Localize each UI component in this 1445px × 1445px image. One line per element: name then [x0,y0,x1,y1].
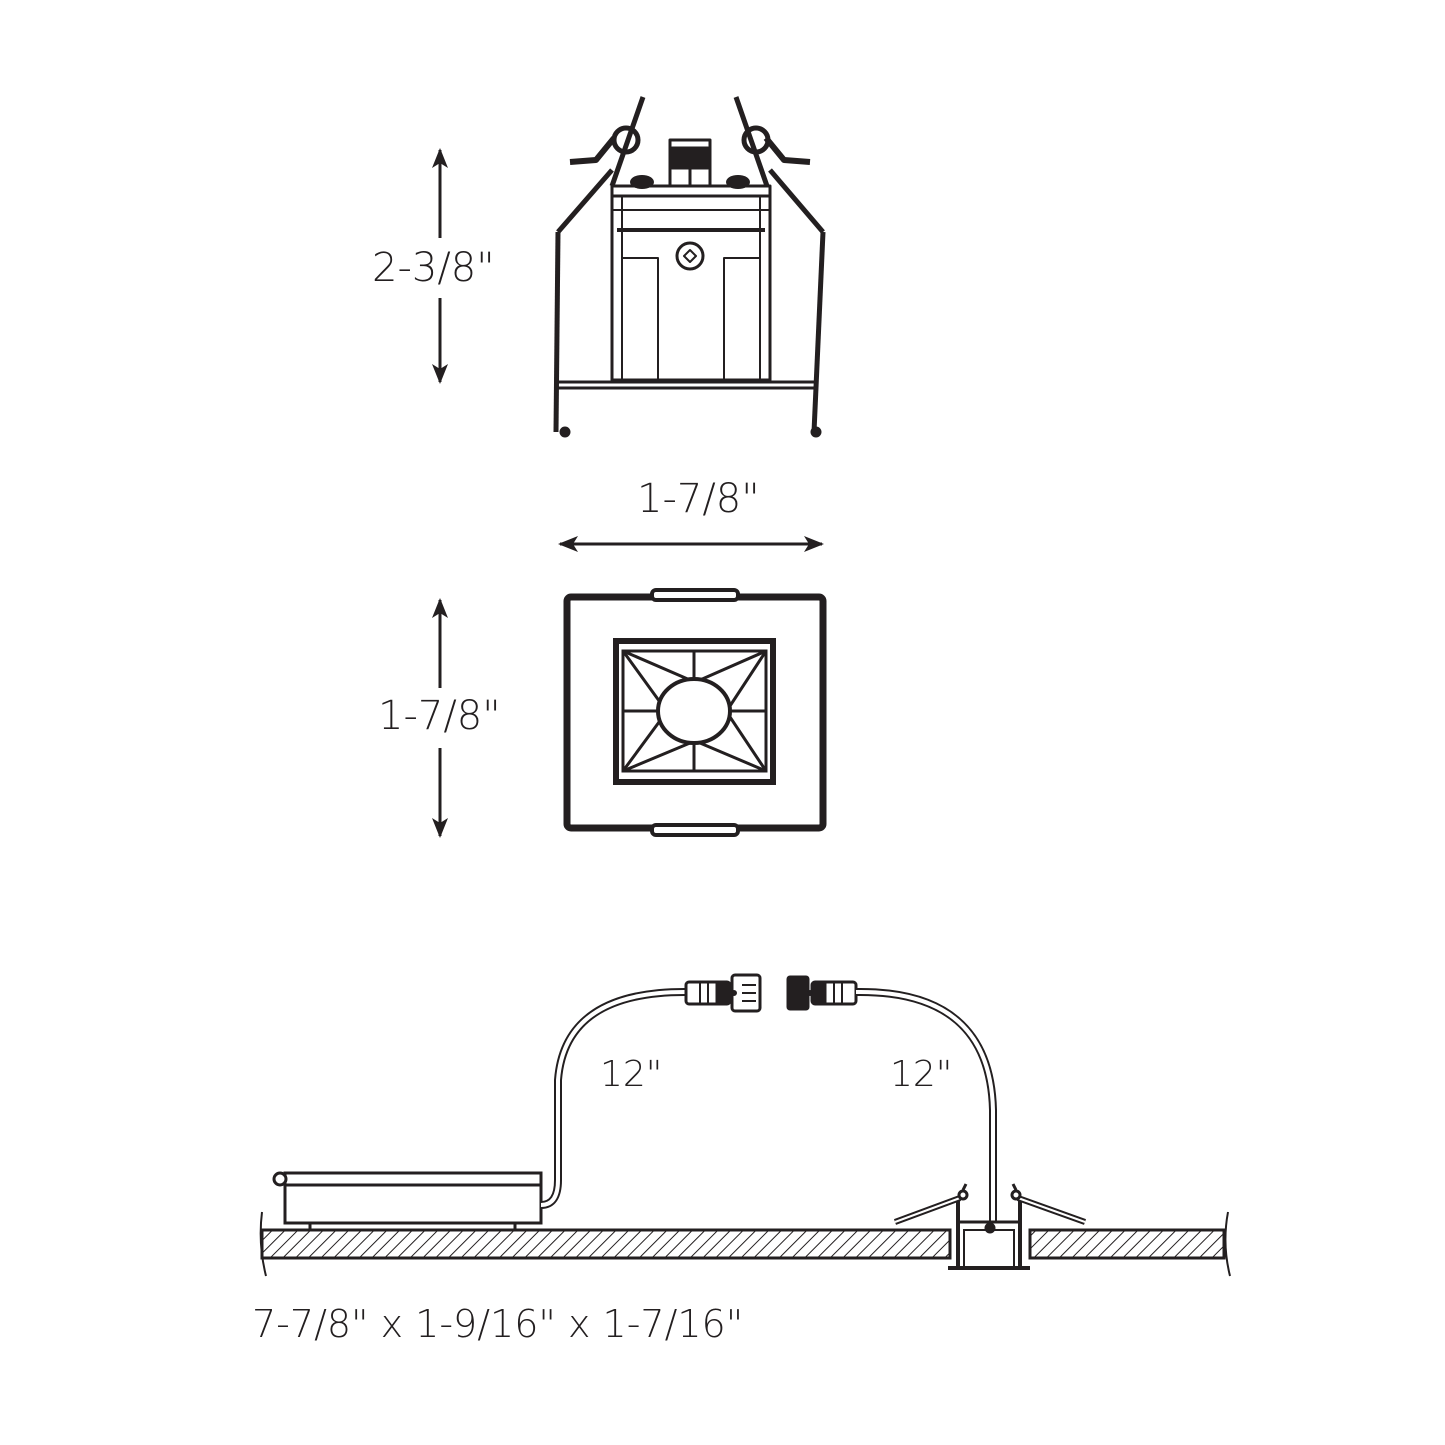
driver-dimensions-label: 7-7/8" x 1-9/16" x 1-7/16" [252,1302,744,1346]
fixture-cable [855,987,997,1222]
installation-view [259,973,1231,1277]
remote-driver [272,1171,543,1229]
female-connector [786,975,858,1011]
side-height-label: 2-3/8" [372,245,495,291]
light-aperture [656,677,732,745]
face-width-label: 1-7/8" [637,476,760,522]
screw-icon [675,241,705,271]
installed-fixture [893,1183,1087,1270]
driver-cable-length-label: 12" [600,1054,663,1095]
ceiling-right [1028,1228,1226,1260]
driver-cable [540,987,691,1209]
ceiling-left [260,1228,952,1260]
fixture-cable-length-label: 12" [890,1054,953,1095]
male-connector [684,973,762,1013]
side-view-fixture [372,96,826,438]
face-view-fixture [372,536,827,838]
face-height-label: 1-7/8" [378,693,501,739]
